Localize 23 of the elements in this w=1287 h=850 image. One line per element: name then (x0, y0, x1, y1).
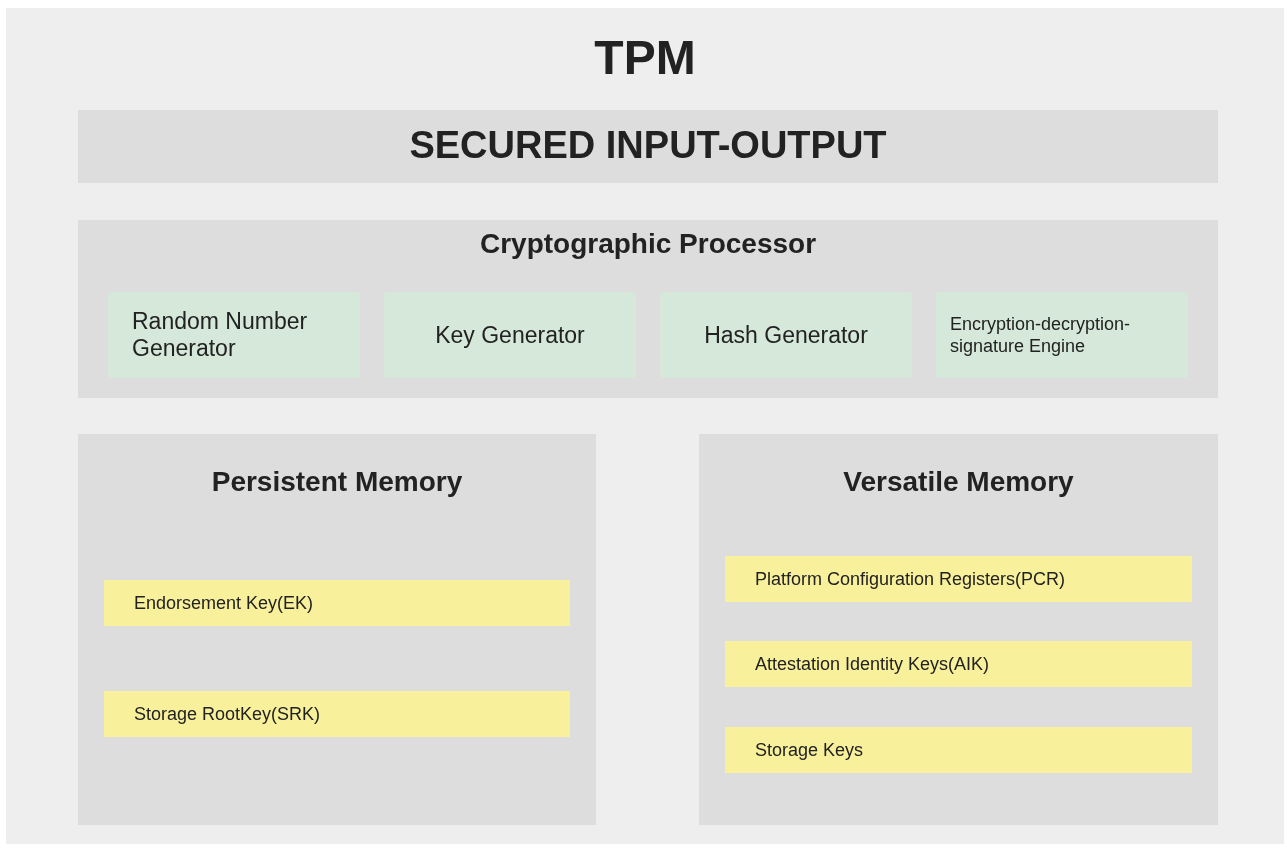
component-label: Key Generator (434, 321, 586, 349)
key-box (725, 641, 1192, 687)
panel-title: Persistent Memory (210, 466, 464, 498)
key-box (725, 727, 1192, 773)
panel-title: Versatile Memory (842, 466, 1075, 498)
key-label: Storage RootKey(SRK) (133, 703, 322, 725)
component-label: Random Number Generator (131, 308, 309, 362)
component-label: Hash Generator (703, 321, 869, 349)
band-title: SECURED INPUT-OUTPUT (408, 124, 888, 167)
key-box (104, 691, 570, 737)
key-box (725, 556, 1192, 602)
panel-title: TPM (593, 30, 697, 85)
diagram-panel (6, 8, 1284, 844)
panel-title: Cryptographic Processor (478, 228, 818, 260)
memory-panel (78, 434, 596, 825)
key-box (104, 580, 570, 626)
component-label: Encryption-decryption-signature Engine (949, 313, 1132, 357)
key-label: Storage Keys (754, 739, 865, 761)
key-label: Endorsement Key(EK) (133, 592, 315, 614)
key-label: Attestation Identity Keys(AIK) (754, 653, 991, 675)
memory-panel (699, 434, 1218, 825)
key-label: Platform Configuration Registers(PCR) (754, 568, 1067, 590)
processor-panel (78, 220, 1218, 398)
